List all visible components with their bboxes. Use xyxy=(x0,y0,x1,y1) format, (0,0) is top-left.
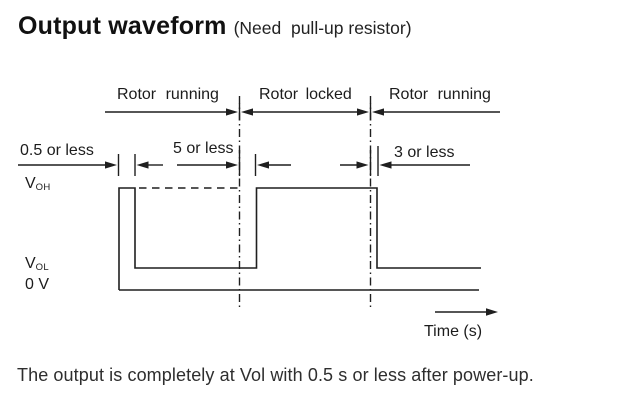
voh-label: VOH xyxy=(25,176,51,193)
arrow-right-icon xyxy=(357,108,369,116)
waveform-trace xyxy=(118,187,481,291)
arrow-left-icon xyxy=(136,161,149,169)
time-axis-label: Time (s) xyxy=(424,323,483,340)
vol-symbol: V xyxy=(25,255,36,272)
time-axis xyxy=(435,308,498,316)
figure-footnote: The output is completely at Vol with 0.5… xyxy=(17,365,534,385)
vol-subscript: OL xyxy=(35,262,49,273)
arrow-right-icon xyxy=(356,161,369,169)
region-label-rotor-locked: Rotor locked xyxy=(259,86,352,103)
arrow-left-icon xyxy=(241,108,253,116)
arrow-left-icon xyxy=(379,161,392,169)
timing-label-lock-detect: 5 or less xyxy=(173,140,234,157)
arrow-left-icon xyxy=(257,161,269,169)
region-span-arrows xyxy=(105,103,500,121)
vol-label: VOL xyxy=(25,256,49,273)
arrow-left-icon xyxy=(372,108,384,116)
region-label-rotor-running-2: Rotor running xyxy=(389,86,491,103)
timing-label-power-up: 0.5 or less xyxy=(20,142,94,159)
divider-solid-ticks xyxy=(238,150,372,176)
arrow-right-icon xyxy=(105,161,117,169)
output-signal-line xyxy=(118,187,481,290)
page-subtitle: (Need pull-up resistor) xyxy=(233,18,412,38)
voh-symbol: V xyxy=(25,175,36,192)
timing-label-release-detect: 3 or less xyxy=(394,144,455,161)
voh-subscript: OH xyxy=(35,182,51,193)
arrow-right-icon xyxy=(486,308,498,316)
page-title: Output waveform xyxy=(18,12,227,40)
zero-volt-label: 0 V xyxy=(25,276,50,293)
arrow-right-icon xyxy=(226,108,238,116)
timing-dimension-arrows xyxy=(18,146,470,176)
figure-title-row: Output waveform (Need pull-up resistor) xyxy=(18,12,412,41)
boundary-dividers xyxy=(238,96,372,308)
region-label-rotor-running-1: Rotor running xyxy=(117,86,219,103)
arrow-right-icon xyxy=(226,161,238,169)
